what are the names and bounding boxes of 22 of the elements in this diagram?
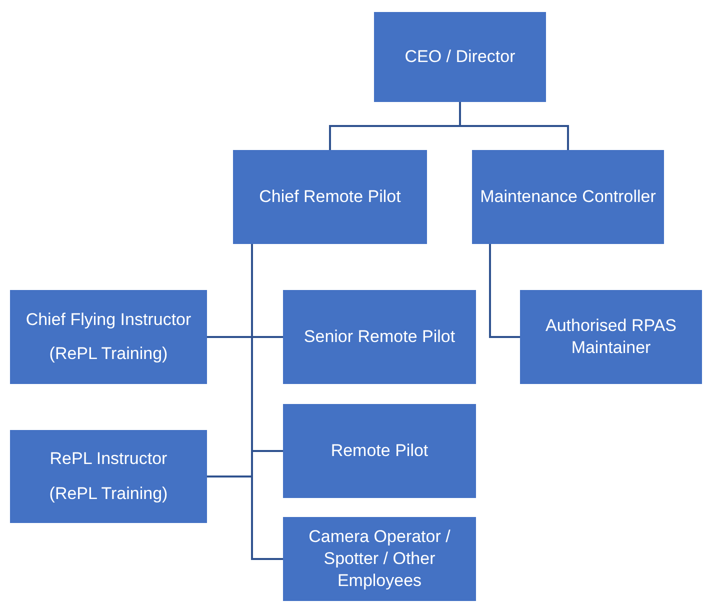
node-label: RePL Instructor [50,448,168,470]
node-label: Chief Flying Instructor [26,308,192,331]
node-label: Authorised RPAS Maintainer [544,314,678,359]
org-box [472,150,664,244]
node-label: Camera Operator / Spotter / Other Employees [308,526,452,592]
org-box [374,12,546,102]
node-label: Senior Remote Pilot [304,326,456,348]
connector-line [251,244,283,560]
org-box [283,517,476,601]
node-label: Remote Pilot [330,440,428,462]
connector-line [489,244,520,338]
node-label: CEO / Director [404,46,516,68]
org-box [233,150,427,244]
node-label: (RePL Training) [49,482,168,504]
org-box [10,290,207,384]
node-label: Maintenance Controller [480,186,656,208]
org-box [283,290,476,384]
org-box [520,290,702,384]
node-label: Chief Remote Pilot [259,186,401,208]
org-box [10,430,207,523]
org-box [283,404,476,498]
node-label: (RePL Training) [49,343,168,365]
